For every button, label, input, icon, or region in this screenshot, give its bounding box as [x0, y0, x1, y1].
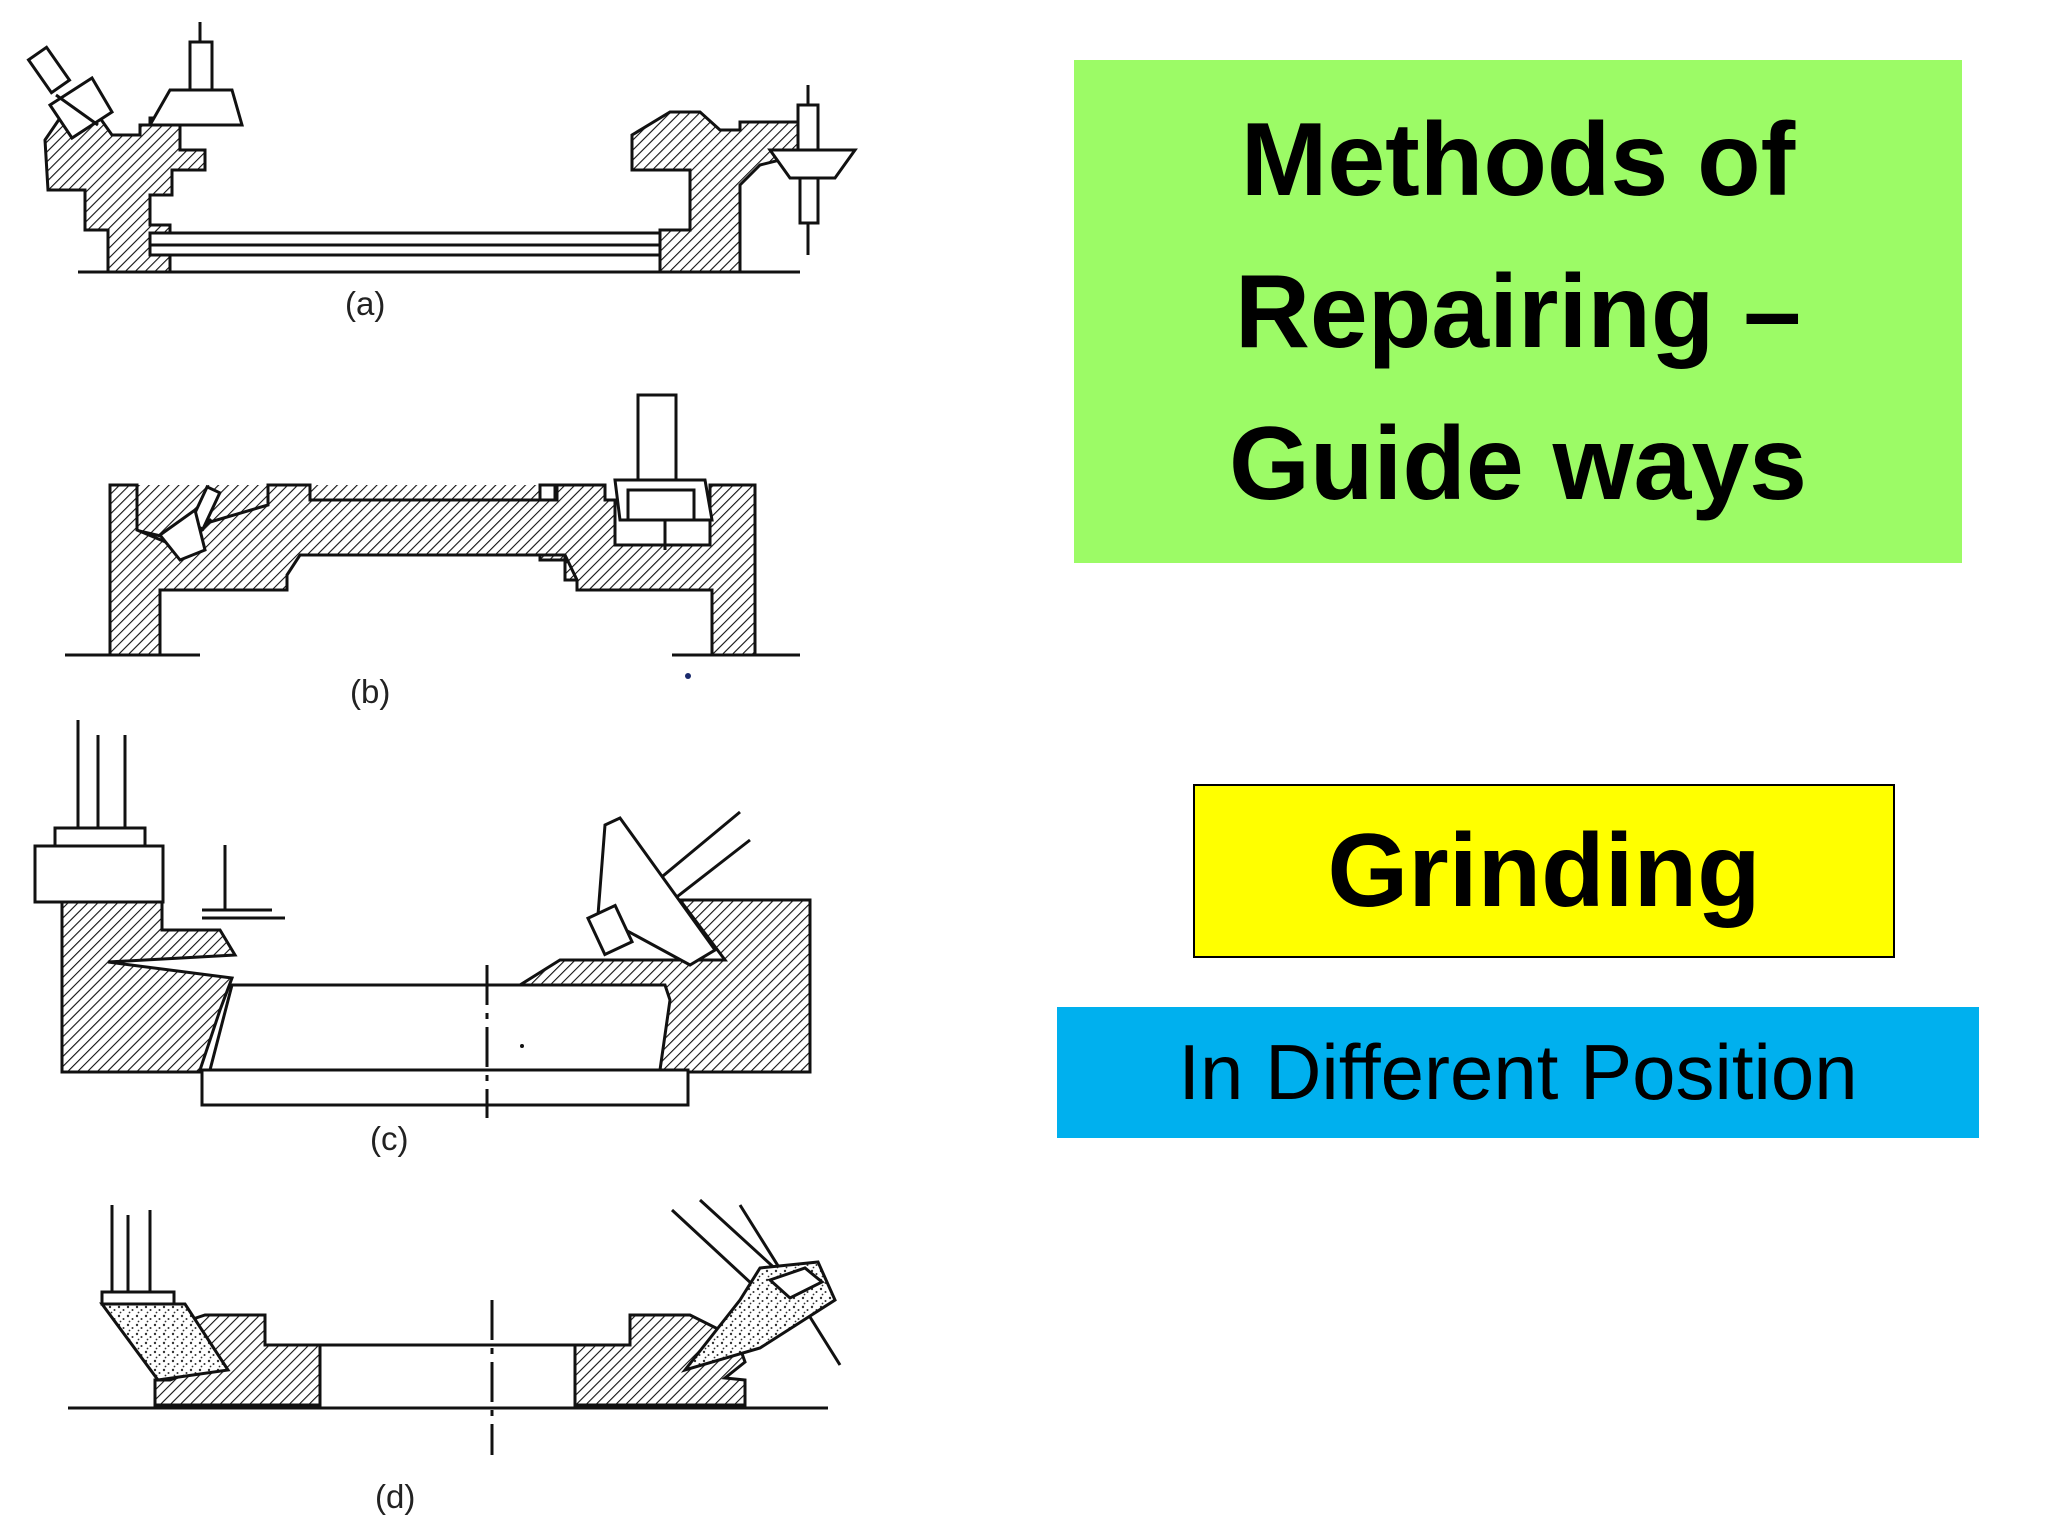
figure-a-cup-grinder [767, 85, 858, 255]
figure-a-angled-grinder [26, 45, 115, 141]
figure-b-caption: (b) [350, 673, 390, 710]
figure-c-left-grinder [33, 720, 165, 904]
figure-d [68, 1198, 842, 1455]
figure-c [33, 720, 812, 1118]
figure-a-caption: (a) [345, 285, 385, 322]
figure-c-caption: (c) [370, 1120, 408, 1157]
figure-a-right-section [630, 110, 802, 274]
figure-c-base-plate [200, 1068, 690, 1107]
title-line: Methods of [1240, 101, 1796, 218]
figure-d-left-grinder [99, 1205, 231, 1382]
guideway-grinding-diagrams: (a) (b) [26, 22, 858, 1515]
subtitle-label: In Different Position [1178, 1028, 1858, 1116]
method-label-box: Grinding [1193, 784, 1895, 958]
title-box: Methods of Repairing – Guide ways [1074, 60, 1962, 563]
figure-b-angled-grinder [157, 484, 222, 562]
figure-d-caption: (d) [375, 1478, 415, 1515]
method-label: Grinding [1327, 812, 1761, 929]
figure-b-vertical-grinder [613, 393, 714, 550]
subtitle-box: In Different Position [1057, 1007, 1979, 1138]
figure-d-right-grinder [670, 1198, 842, 1373]
title-line: Repairing – [1234, 253, 1802, 370]
figure-c-straight-edge [202, 845, 285, 920]
slide-title: Methods of Repairing – Guide ways [1138, 84, 1898, 540]
figure-c-angled-grinder [585, 810, 751, 967]
title-line: Guide ways [1229, 405, 1807, 522]
figure-a [26, 22, 858, 274]
figure-a-vertical-grinder [147, 22, 244, 127]
figure-b [65, 393, 800, 679]
